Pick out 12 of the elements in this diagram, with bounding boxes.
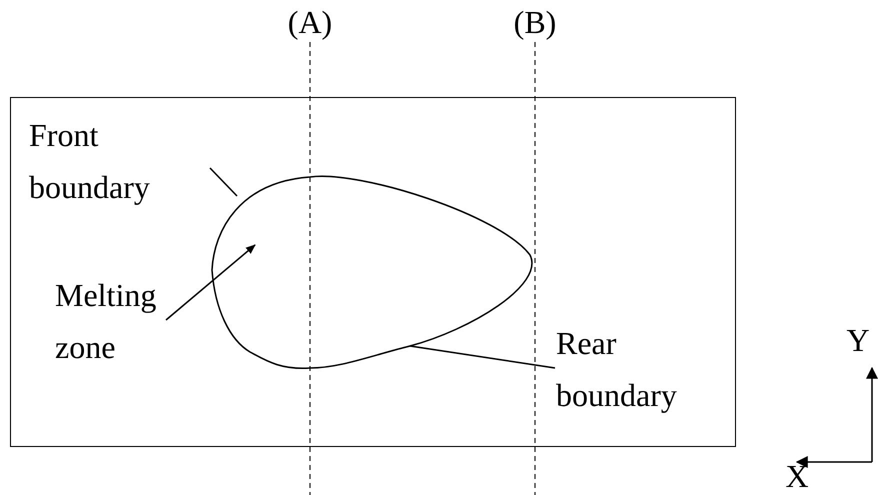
leader-line [209,167,238,197]
callout-text: Melting zone [55,269,167,373]
leader-line [410,345,556,369]
section-label: (A) [288,4,332,40]
plate-outline [10,97,736,447]
callout-text: Rear boundary [556,317,716,421]
melt-pool-outline [211,176,533,369]
axis-label: X [785,458,809,494]
section-label: (B) [514,4,556,40]
arrow [166,244,256,321]
callout-text: Front boundary [29,109,211,213]
axis-label: Y [846,322,870,358]
